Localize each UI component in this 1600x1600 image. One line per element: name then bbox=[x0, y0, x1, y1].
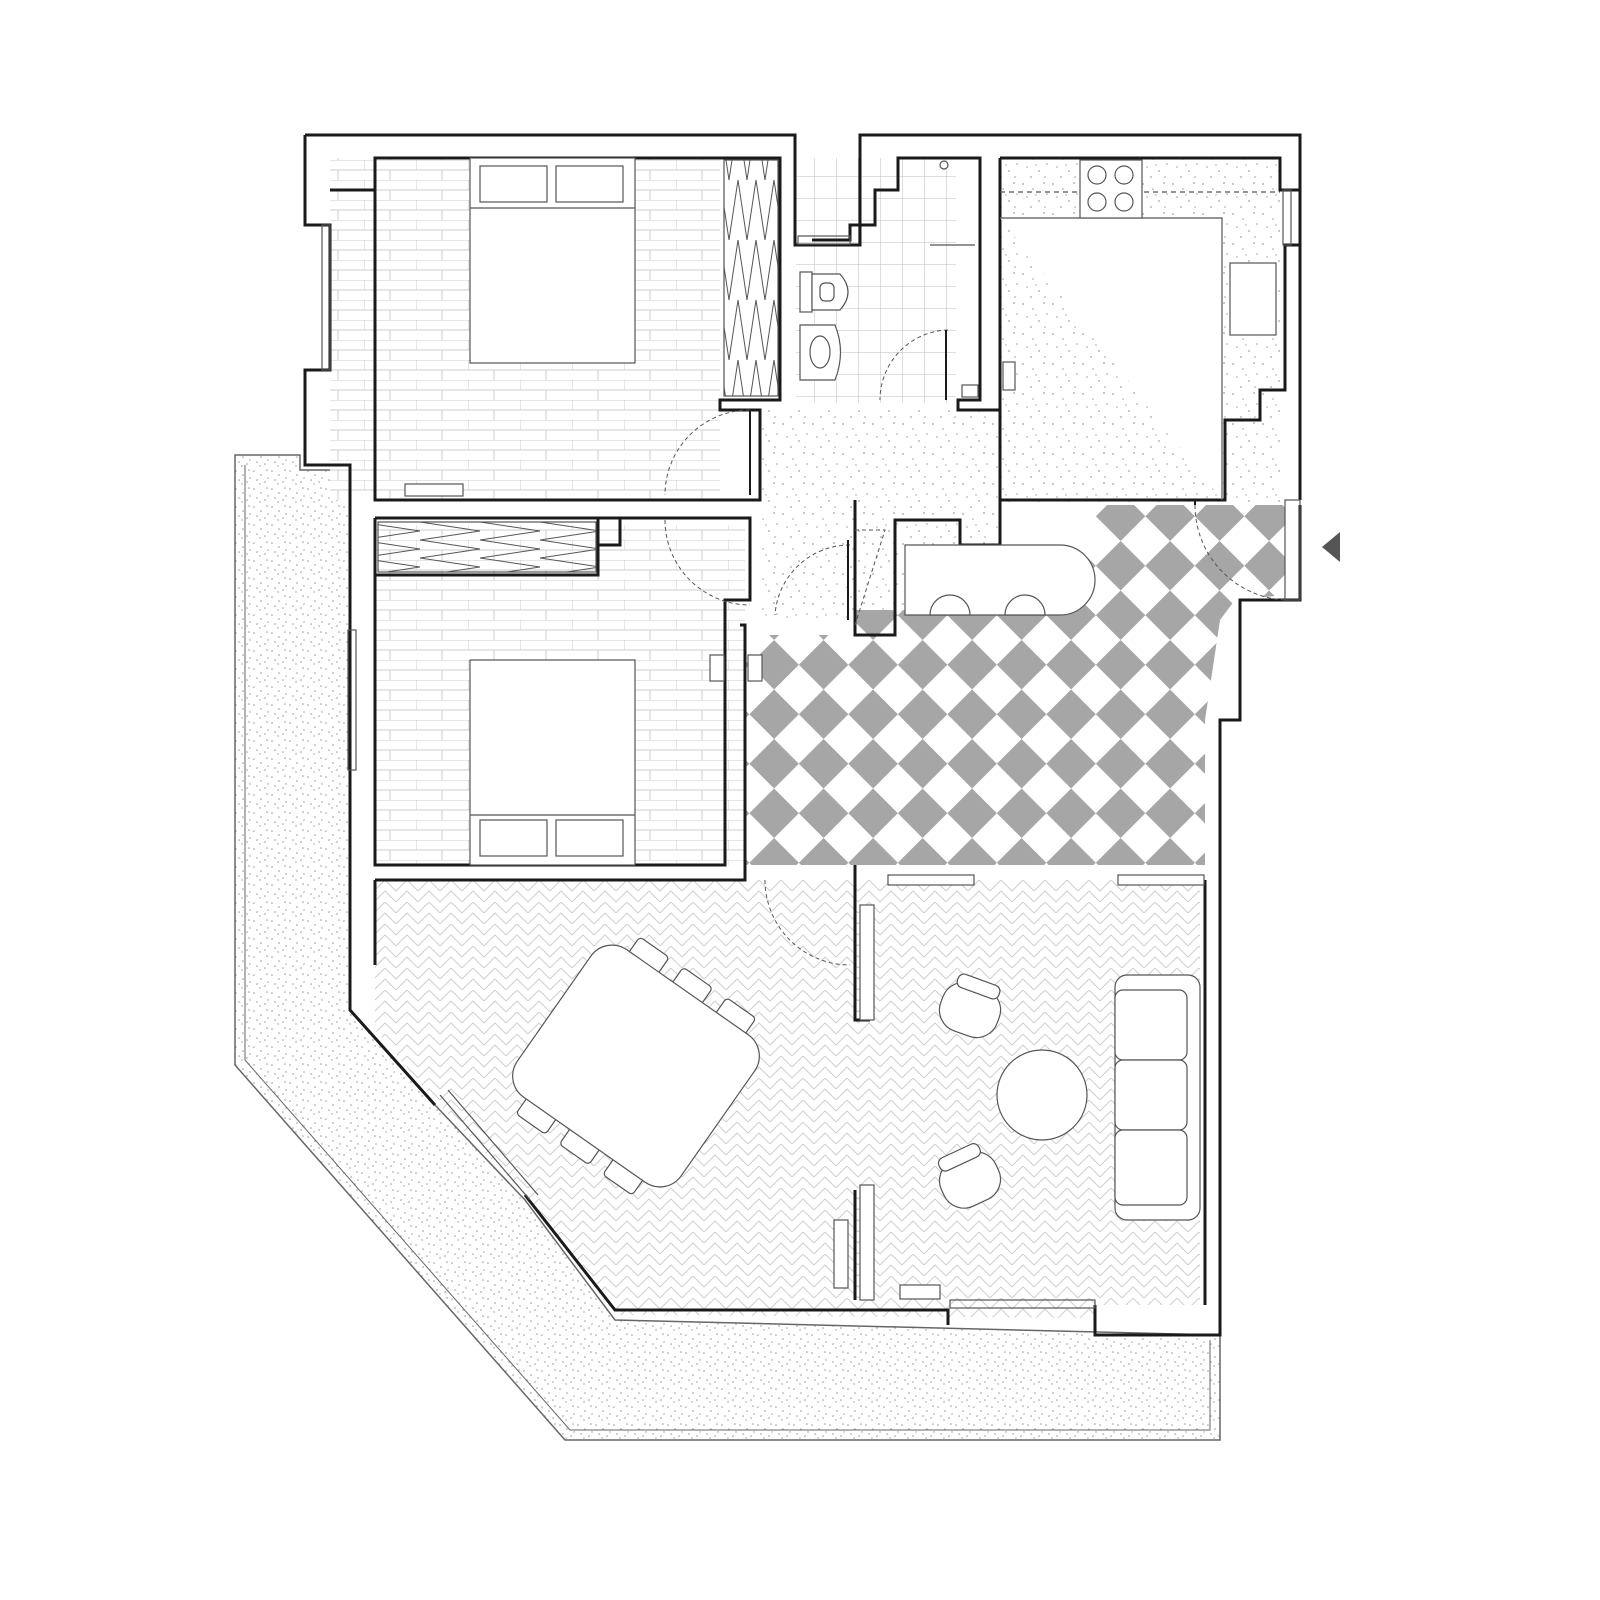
door-living bbox=[764, 879, 851, 966]
door-hallway bbox=[774, 544, 851, 616]
radiator-icon bbox=[899, 1284, 941, 1300]
counter-island bbox=[1000, 217, 1223, 500]
window-living-bottom bbox=[949, 1299, 1096, 1309]
bedroom-1-furniture bbox=[404, 157, 779, 497]
dining-set bbox=[512, 937, 760, 1195]
pillow-icon bbox=[479, 819, 548, 857]
stool-icon bbox=[1004, 594, 1046, 616]
window-bathroom bbox=[797, 235, 851, 245]
door-bedroom-1 bbox=[664, 409, 751, 496]
pillow-icon bbox=[555, 819, 624, 857]
doors bbox=[664, 329, 1286, 966]
armchair-icon bbox=[937, 1143, 1002, 1209]
entrance-arrow-icon bbox=[1322, 532, 1340, 562]
partition-panel bbox=[859, 904, 875, 1021]
stool-icon bbox=[929, 594, 971, 616]
kitchen-fixtures bbox=[1000, 159, 1280, 500]
entrance-door-frame bbox=[1284, 499, 1301, 601]
armchair-icon bbox=[938, 973, 1002, 1039]
toilet-tank bbox=[799, 271, 813, 313]
radiator-icon bbox=[404, 483, 464, 497]
floors bbox=[330, 158, 1285, 1318]
cooktop-icon bbox=[1079, 159, 1143, 219]
wardrobe-1 bbox=[723, 159, 779, 397]
cabinet-icon bbox=[833, 1219, 849, 1289]
shower-head-icon bbox=[939, 160, 949, 170]
sink-icon bbox=[1229, 262, 1277, 336]
coffee-table bbox=[996, 1049, 1088, 1141]
bedroom-2-furniture bbox=[377, 521, 763, 866]
wardrobe-2 bbox=[377, 521, 597, 573]
door-bathroom bbox=[879, 329, 949, 401]
partition-panel bbox=[859, 1184, 875, 1301]
bathroom-fixtures bbox=[799, 160, 979, 398]
pillow-icon bbox=[479, 165, 548, 203]
window-bedroom-1 bbox=[321, 224, 331, 371]
door-bedroom-2 bbox=[664, 519, 751, 606]
entry-hall-furniture bbox=[904, 544, 1096, 616]
window-bedroom-2 bbox=[347, 629, 357, 771]
window-kitchen bbox=[1282, 189, 1292, 246]
entry-hall-floor bbox=[745, 505, 1285, 865]
dining-table bbox=[512, 944, 760, 1188]
radiator-icon bbox=[709, 654, 725, 682]
balcony bbox=[234, 454, 1221, 1441]
pillow-icon bbox=[555, 165, 624, 203]
door-entry bbox=[1194, 504, 1286, 601]
window-living-diagonal bbox=[439, 1094, 531, 1201]
windows bbox=[321, 189, 1301, 1309]
living-furniture bbox=[512, 874, 1205, 1301]
